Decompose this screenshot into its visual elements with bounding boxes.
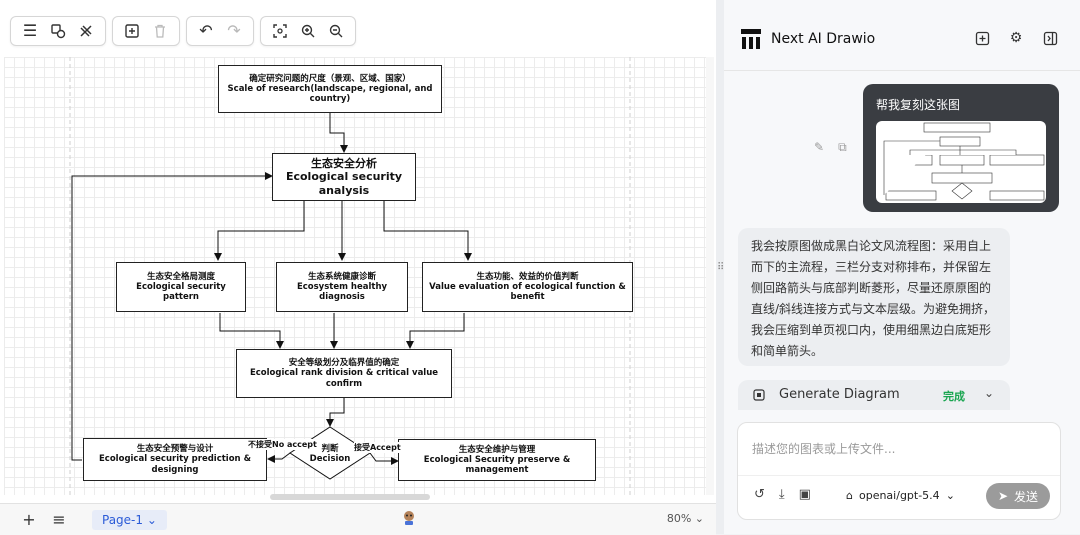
zoom-level: 80% <box>666 512 692 525</box>
panel-splitter[interactable]: ⠿ <box>716 0 724 534</box>
copy-icon[interactable]: ⧉ <box>838 140 847 154</box>
fit-icon[interactable] <box>269 20 291 42</box>
model-selector[interactable]: ⌂ openai/gpt-5.4 ⌄ <box>846 489 955 502</box>
node-decision[interactable]: 判断 Decision <box>309 443 351 464</box>
tool-status-badge: 完成 <box>943 390 965 403</box>
composer-divider <box>738 475 1060 476</box>
insert-icon[interactable] <box>121 20 143 42</box>
chevron-down-icon[interactable]: ⌄ <box>984 386 995 400</box>
tool-name: Generate Diagram <box>779 387 900 402</box>
send-button[interactable]: ➤ 发送 <box>986 483 1050 509</box>
user-message-text: 帮我复刻这张图 <box>876 98 961 112</box>
menu-icon[interactable]: ☰ <box>22 21 38 40</box>
history-icon[interactable]: ↺ <box>754 487 765 502</box>
composer-tools: ↺ ⤓ ▣ <box>754 487 811 502</box>
assistant-message-text: 我会按原图做成黑白论文风流程图：采用自上而下的主流程，三栏分支对称排布，并保留左… <box>751 239 996 358</box>
chevron-down-icon: ⌄ <box>945 489 955 502</box>
zoom-select[interactable]: 80% ⌄ <box>666 512 704 525</box>
assistant-message: 我会按原图做成黑白论文风流程图：采用自上而下的主流程，三栏分支对称排布，并保留左… <box>738 228 1010 366</box>
zoom-in-icon[interactable] <box>297 20 319 42</box>
drag-handle-icon[interactable]: ⠿ <box>717 262 725 273</box>
image-upload-icon[interactable]: ▣ <box>798 487 811 502</box>
shapes-icon[interactable] <box>47 20 69 42</box>
model-name: openai/gpt-5.4 <box>858 489 940 502</box>
tool-call-card[interactable]: Generate Diagram 完成 ⌄ <box>738 380 1010 410</box>
user-message-actions: ✎ ⧉ <box>814 140 847 155</box>
edge-label-accept: 接受Accept <box>354 442 401 453</box>
undo-icon[interactable]: ↶ <box>199 21 213 40</box>
pages-menu-icon[interactable]: ≡ <box>52 510 66 529</box>
editor-toolbar: ☰ ↶ ↷ <box>10 16 356 46</box>
chat-composer: ↺ ⤓ ▣ ⌂ openai/gpt-5.4 ⌄ ➤ 发送 <box>737 422 1061 520</box>
robot-icon: ⌂ <box>846 489 853 502</box>
toolbar-group-view: ☰ <box>10 16 106 46</box>
node-predict[interactable]: 生态安全预警与设计 Ecological security prediction… <box>83 438 267 481</box>
edge-analysis-value <box>383 201 472 261</box>
send-label: 发送 <box>1014 489 1039 504</box>
redo-icon[interactable]: ↷ <box>227 21 241 40</box>
format-icon[interactable] <box>75 20 97 42</box>
edge-rank-decision <box>326 398 345 427</box>
tab-page-1[interactable]: Page-1 ⌄ <box>92 509 167 530</box>
node-scale[interactable]: 确定研究问题的尺度（景观、区域、国家） Scale of research(la… <box>218 65 442 113</box>
diagram-editor: ☰ ↶ ↷ <box>0 0 717 535</box>
node-preserve[interactable]: 生态安全维护与管理 Ecological Security preserve &… <box>398 439 596 481</box>
horizontal-scrollbar[interactable] <box>270 494 430 500</box>
edge-analysis-pattern <box>214 201 305 261</box>
zoom-out-icon[interactable] <box>325 20 347 42</box>
node-rank[interactable]: 安全等级划分及临界值的确定 Ecological rank division &… <box>236 349 452 398</box>
chat-header: Next AI Drawio ⚙ <box>724 0 1080 71</box>
collapse-panel-icon[interactable] <box>1042 30 1058 46</box>
edge-label-no-accept: 不接受No accept <box>248 439 317 450</box>
attached-image-thumbnail[interactable] <box>876 121 1046 203</box>
cpu-icon <box>752 388 766 402</box>
user-message: 帮我复刻这张图 <box>863 84 1059 212</box>
chat-input[interactable] <box>738 423 1060 475</box>
node-pattern[interactable]: 生态安全格局测度 Ecological security pattern <box>116 262 246 312</box>
send-icon: ➤ <box>997 489 1009 503</box>
add-page-icon[interactable]: + <box>22 510 36 529</box>
new-chat-icon[interactable] <box>974 30 990 46</box>
toolbar-group-history: ↶ ↷ <box>186 16 254 46</box>
edit-icon[interactable]: ✎ <box>814 140 825 154</box>
edge-value-rank <box>406 313 465 349</box>
app-logo-icon <box>740 28 762 50</box>
mascot-icon <box>402 510 416 530</box>
node-value[interactable]: 生态功能、效益的价值判断 Value evaluation of ecologi… <box>422 262 633 312</box>
page-tab-label: Page-1 <box>102 512 144 527</box>
toolbar-group-edit <box>112 16 180 46</box>
chat-panel: Next AI Drawio ⚙ ✎ ⧉ 帮我复刻这张图 <box>724 0 1080 534</box>
edge-scale-analysis <box>329 113 348 153</box>
toolbar-group-zoom <box>260 16 356 46</box>
vertical-scrollbar[interactable] <box>706 57 714 495</box>
edge-decision-predict <box>267 452 291 463</box>
edge-decision-preserve <box>369 452 399 465</box>
settings-icon[interactable]: ⚙ <box>1009 30 1023 46</box>
download-icon[interactable]: ⤓ <box>778 487 785 502</box>
app-title: Next AI Drawio <box>771 31 876 47</box>
edge-loop-analysis <box>71 172 273 461</box>
diagram-canvas[interactable]: 确定研究问题的尺度（景观、区域、国家） Scale of research(la… <box>4 57 706 495</box>
page-bar: + ≡ Page-1 ⌄ 80% ⌄ <box>0 503 716 535</box>
delete-icon[interactable] <box>149 20 171 42</box>
node-analysis[interactable]: 生态安全分析 Ecological security analysis <box>272 153 416 201</box>
header-actions: ⚙ <box>974 30 1058 46</box>
node-health[interactable]: 生态系统健康诊断 Ecosystem healthy diagnosis <box>276 262 408 312</box>
edge-pattern-rank <box>219 313 284 349</box>
